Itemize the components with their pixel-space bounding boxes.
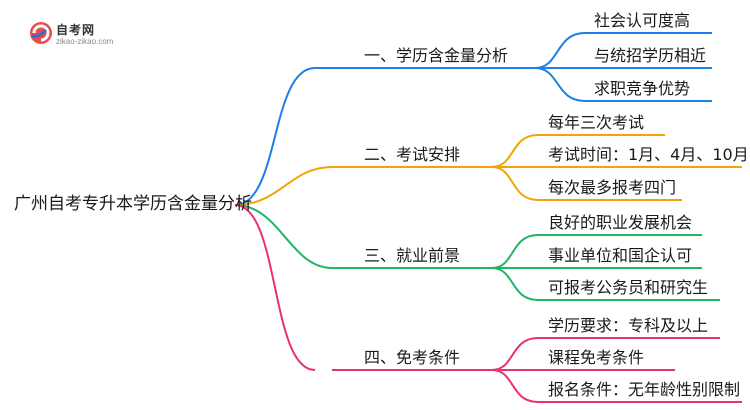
connector-leaf-4-3 [491, 369, 742, 403]
connector-leaf-2-3 [491, 166, 682, 201]
logo-icon [30, 22, 52, 44]
leaf-2-2: 考试时间：1月、4月、10月 [548, 145, 749, 164]
leaf-2-3: 每次最多报考四门 [548, 178, 677, 197]
connector-leaf-2-1 [491, 134, 665, 168]
connector-root-branch-1 [234, 67, 316, 206]
leaf-3-2: 事业单位和国企认可 [548, 246, 693, 265]
leaf-3-1: 良好的职业发展机会 [548, 213, 693, 232]
branch-label-1: 一、学历含金量分析 [364, 46, 509, 65]
leaf-4-1: 学历要求：专科及以上 [548, 316, 709, 335]
leaf-1-1: 社会认可度高 [594, 11, 691, 30]
leaf-4-3: 报名条件：无年龄性别限制 [548, 380, 741, 399]
connector-leaf-3-1 [491, 234, 702, 269]
branch-label-4: 四、免考条件 [364, 348, 461, 367]
connector-leaf-4-1 [491, 337, 720, 371]
leaf-1-3: 求职竞争优势 [594, 79, 691, 98]
logo-url: zikao-zikao.com [56, 37, 114, 46]
connector-root-branch-3 [234, 204, 333, 269]
branch-label-3: 三、就业前景 [364, 246, 461, 265]
leaf-4-2: 课程免考条件 [548, 348, 645, 367]
connector-root-branch-4 [234, 204, 316, 371]
branch-label-2: 二、考试安排 [364, 145, 461, 164]
site-logo[interactable]: 自考网 zikao-zikao.com [28, 20, 148, 48]
connector-leaf-1-3 [534, 67, 712, 102]
leaf-1-2: 与统招学历相近 [594, 46, 707, 65]
leaf-3-3: 可报考公务员和研究生 [548, 278, 709, 297]
leaf-2-1: 每年三次考试 [548, 113, 645, 132]
logo-title: 自考网 [56, 23, 96, 37]
root-node: 广州自考专升本学历含金量分析 [14, 194, 252, 214]
connector-leaf-3-3 [491, 267, 720, 301]
connector-root-branch-2 [234, 166, 333, 206]
connector-leaf-1-1 [534, 32, 712, 69]
